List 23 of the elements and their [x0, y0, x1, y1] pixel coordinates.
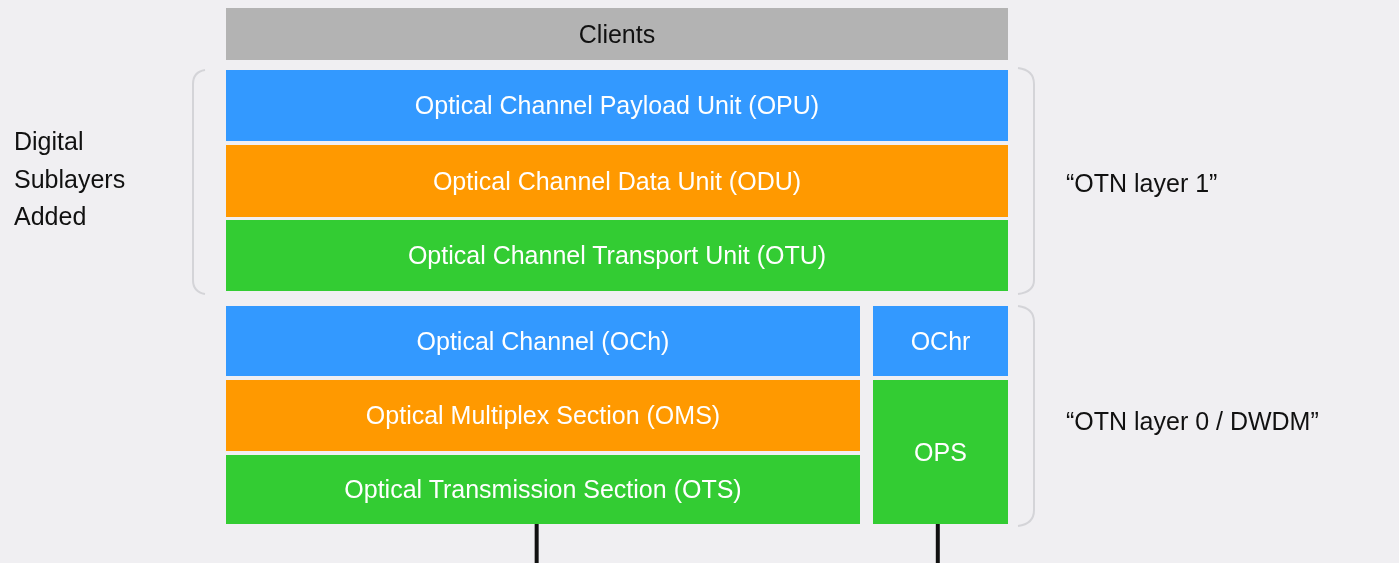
layer-label: OPS — [914, 437, 967, 467]
layer-bar — [226, 455, 860, 524]
layer-label: Clients — [578, 19, 656, 49]
layer-group-label: “OTN layer 0 / DWDM” — [1066, 406, 1320, 437]
layer-bar — [226, 70, 1008, 141]
side-note: Digital Sublayers Added — [14, 126, 127, 232]
layer-bar — [226, 306, 860, 376]
layer-bar — [873, 380, 1008, 524]
layer-bar — [226, 220, 1008, 291]
layer-label: Optical Transmission Section (OTS) — [344, 475, 742, 504]
layer-label: Optical Channel Data Unit (ODU) — [432, 166, 802, 196]
layer-label: Optical Channel Transport Unit (OTU) — [407, 241, 827, 270]
layer-bar — [873, 306, 1008, 376]
connector-line — [534, 524, 539, 563]
layer-label: OChr — [910, 326, 971, 356]
connector-line — [935, 524, 940, 563]
layer-group-label: “OTN layer 1” — [1066, 168, 1219, 199]
layer-bar — [226, 380, 860, 451]
layer-label: Optical Channel (OCh) — [416, 326, 670, 356]
layer-label: Optical Multiplex Section (OMS) — [365, 401, 721, 430]
layer-bar — [226, 8, 1008, 60]
layer-label: Optical Channel Payload Unit (OPU) — [414, 91, 820, 120]
layer-bar — [226, 145, 1008, 217]
